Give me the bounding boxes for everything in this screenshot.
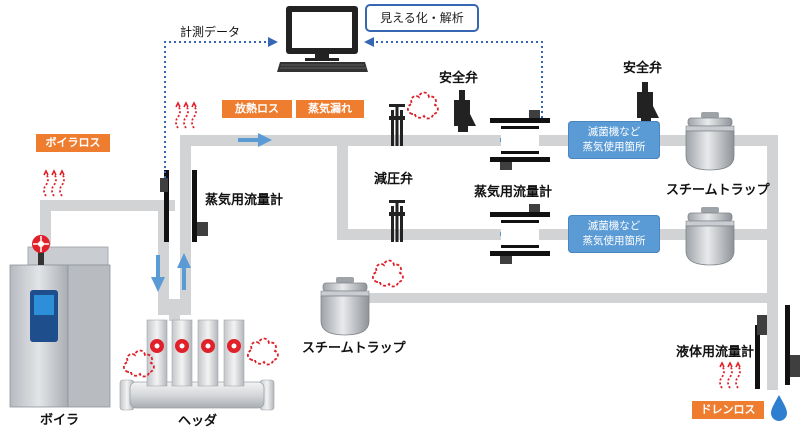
- equipment-box-1[interactable]: 滅菌機など 蒸気使用箇所: [568, 121, 660, 159]
- data-lines: [164, 41, 543, 178]
- safety-valve-2: [637, 82, 659, 124]
- water-drop-icon: [771, 395, 787, 421]
- equipment-box-2-line2: 蒸気使用箇所: [582, 235, 646, 247]
- heat-wave-icon: [175, 102, 197, 129]
- equipment-box-1-line2: 蒸気使用箇所: [582, 141, 646, 153]
- steam-leak-tag: 蒸気漏れ: [296, 100, 364, 118]
- equipment-box-1-line1: 滅菌機など: [587, 126, 641, 138]
- keyboard-icon: [277, 62, 368, 72]
- liquid-flowmeter: [755, 305, 800, 389]
- safety-valve-2-label: 安全弁: [623, 61, 663, 76]
- steam-trap-right-label: スチームトラップ: [666, 183, 770, 198]
- safety-valve-1-label: 安全弁: [439, 71, 479, 86]
- flow-arrow-icon: [177, 253, 191, 290]
- visualization-analysis-box[interactable]: 見える化・解析: [365, 4, 479, 32]
- equipment-box-2-line1: 滅菌機など: [587, 220, 641, 232]
- computer-monitor-icon: [286, 6, 358, 61]
- liquid-flowmeter-label: 液体用流量計: [676, 345, 755, 360]
- data-arrowheads: [268, 37, 374, 47]
- pressure-reducing-valve-1: [389, 104, 405, 146]
- safety-valve-1: [454, 90, 476, 132]
- main-steam-flowmeter: [160, 170, 208, 242]
- steam-trap-bottom-label: スチームトラップ: [302, 341, 406, 356]
- flow-arrow-icon: [151, 255, 165, 292]
- pressure-reducing-valve-2: [389, 200, 405, 242]
- heat-wave-icon: [43, 170, 65, 197]
- gate-valve-icon: [32, 235, 50, 265]
- steam-cloud-icon: [406, 91, 439, 120]
- flow-arrow-icon: [238, 133, 272, 147]
- boiler-loss-tag: ボイラロス: [36, 134, 110, 152]
- steam-header: [119, 319, 275, 411]
- steam-trap-right-1: [685, 111, 735, 171]
- main-flowmeter-label: 蒸気用流量計: [205, 193, 284, 208]
- header-label: ヘッダ: [178, 414, 218, 429]
- pipe-network: [40, 135, 778, 390]
- heat-loss-tag: 放熱ロス: [222, 100, 292, 118]
- equipment-box-2[interactable]: 滅菌機など 蒸気使用箇所: [568, 215, 660, 253]
- steam-trap-bottom: [320, 276, 370, 336]
- steam-trap-right-2: [685, 206, 735, 266]
- heat-wave-icon: [719, 362, 741, 389]
- steam-cloud-icon: [246, 337, 279, 366]
- branch-flowmeter-label: 蒸気用流量計: [474, 185, 553, 200]
- gate-valve-icon: [150, 339, 241, 353]
- steam-cloud-icon: [371, 259, 404, 288]
- boiler-unit: [9, 235, 111, 408]
- pressure-reducing-valve-label: 減圧弁: [374, 172, 414, 187]
- boiler-label: ボイラ: [40, 413, 80, 428]
- drain-loss-tag: ドレンロス: [692, 401, 764, 419]
- measurement-data-label: 計測データ: [180, 25, 241, 39]
